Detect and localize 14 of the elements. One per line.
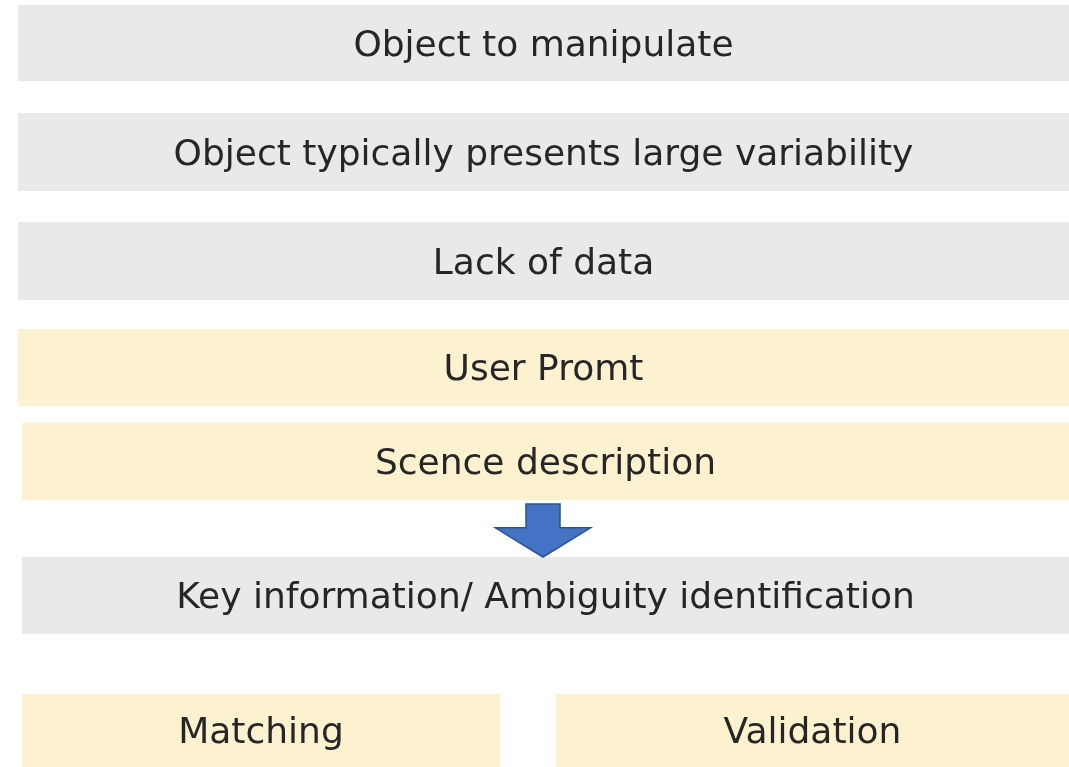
label-bar xyxy=(22,423,1069,500)
bar-text: Validation xyxy=(723,709,902,753)
block-arrow xyxy=(492,503,594,558)
bar-text: Object typically presents large variability xyxy=(173,130,914,175)
bar-text: Scence description xyxy=(374,440,717,484)
label-bar xyxy=(22,557,1069,634)
label-bar xyxy=(556,694,1069,767)
bar-text: Object to manipulate xyxy=(353,21,734,66)
label-bar xyxy=(18,329,1069,406)
bar-text: Matching xyxy=(178,709,344,753)
label-bar xyxy=(22,694,500,767)
bar-text: Key information/ Ambiguity identification xyxy=(176,574,915,618)
bar-text: User Promt xyxy=(443,346,644,390)
bar-text: Lack of data xyxy=(432,239,655,284)
